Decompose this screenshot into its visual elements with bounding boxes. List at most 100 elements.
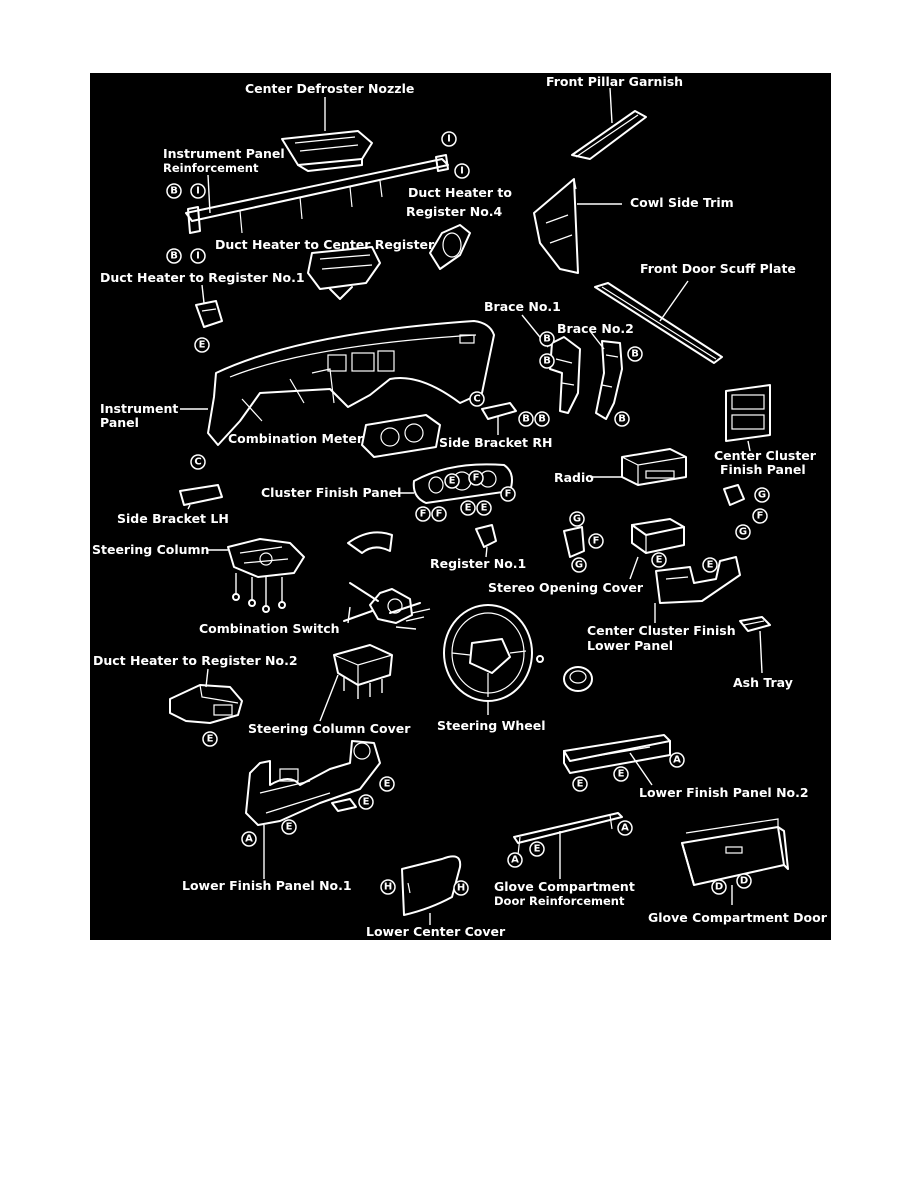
svg-text:A: A bbox=[245, 834, 253, 845]
svg-text:A: A bbox=[621, 823, 629, 834]
svg-text:E: E bbox=[199, 340, 206, 351]
label-side-bracket-rh: Side Bracket RH bbox=[439, 435, 552, 450]
callout-i-1: I bbox=[441, 131, 457, 147]
stereo-opening-cover-part bbox=[631, 518, 685, 554]
callout-b-7: B bbox=[534, 411, 550, 427]
label-radio: Radio bbox=[554, 470, 594, 485]
callout-i-2: I bbox=[454, 163, 470, 179]
callout-b-2: B bbox=[166, 248, 182, 264]
svg-text:B: B bbox=[170, 186, 178, 197]
svg-text:D: D bbox=[715, 882, 723, 893]
label-center-cluster-finish-lower-1: Center Cluster Finish bbox=[587, 623, 736, 638]
svg-text:G: G bbox=[575, 560, 583, 571]
center-cluster-finish-lower-panel-part bbox=[655, 556, 741, 604]
callout-f-2: F bbox=[500, 486, 516, 502]
label-combination-switch: Combination Switch bbox=[199, 621, 340, 636]
callout-b-6: B bbox=[518, 411, 534, 427]
svg-text:E: E bbox=[207, 734, 214, 745]
svg-text:G: G bbox=[739, 527, 747, 538]
callout-h-2: H bbox=[453, 880, 469, 896]
label-steering-wheel: Steering Wheel bbox=[437, 718, 546, 733]
steering-column-upper-cover-part bbox=[347, 531, 393, 554]
svg-text:A: A bbox=[511, 855, 519, 866]
label-glove-compartment-door: Glove Compartment Door bbox=[648, 910, 828, 925]
label-side-bracket-lh: Side Bracket LH bbox=[117, 511, 229, 526]
svg-text:E: E bbox=[707, 560, 714, 571]
svg-text:E: E bbox=[449, 476, 456, 487]
label-duct-heater-register-1: Duct Heater to Register No.1 bbox=[100, 270, 305, 285]
svg-text:C: C bbox=[473, 394, 480, 405]
label-duct-heater-register-4-2: Register No.4 bbox=[406, 204, 503, 219]
svg-text:B: B bbox=[170, 251, 178, 262]
svg-text:F: F bbox=[473, 473, 480, 484]
callout-f-1: F bbox=[468, 470, 484, 486]
label-stereo-opening-cover: Stereo Opening Cover bbox=[488, 580, 644, 595]
callout-d-2: D bbox=[736, 873, 752, 889]
horn-pad-part bbox=[563, 666, 593, 692]
callout-a-3: A bbox=[617, 820, 633, 836]
svg-text:F: F bbox=[757, 511, 764, 522]
cowl-side-trim-part bbox=[533, 178, 579, 274]
label-lower-center-cover: Lower Center Cover bbox=[366, 924, 506, 939]
callout-i-4: I bbox=[190, 248, 206, 264]
callout-e-7: E bbox=[202, 731, 218, 747]
svg-text:A: A bbox=[673, 755, 681, 766]
svg-text:E: E bbox=[656, 555, 663, 566]
callout-i-3: I bbox=[190, 183, 206, 199]
svg-text:F: F bbox=[420, 509, 427, 520]
cluster-bracket-right-part bbox=[723, 484, 745, 506]
label-front-pillar-garnish: Front Pillar Garnish bbox=[546, 74, 683, 89]
label-front-door-scuff-plate: Front Door Scuff Plate bbox=[640, 261, 796, 276]
duct-heater-register-2-part bbox=[169, 684, 243, 724]
svg-text:F: F bbox=[436, 509, 443, 520]
svg-text:G: G bbox=[573, 514, 581, 525]
side-bracket-lh-part bbox=[179, 484, 223, 506]
svg-text:I: I bbox=[196, 186, 200, 197]
callout-g-1: G bbox=[754, 487, 770, 503]
label-instrument-panel-2: Panel bbox=[100, 415, 139, 430]
brace-1-part bbox=[549, 336, 581, 414]
callout-b-8: B bbox=[614, 411, 630, 427]
callout-f-3: F bbox=[415, 506, 431, 522]
brace-2-part bbox=[595, 340, 623, 420]
svg-text:E: E bbox=[465, 503, 472, 514]
callout-e-9: E bbox=[358, 794, 374, 810]
duct-heater-center-register-part bbox=[307, 246, 381, 300]
instrument-panel-reinforcement-part bbox=[185, 154, 449, 234]
callout-e-8: E bbox=[379, 776, 395, 792]
lower-finish-panel-2-part bbox=[563, 734, 671, 774]
lower-finish-panel-1-part bbox=[245, 740, 381, 826]
label-glove-reinforcement-1: Glove Compartment bbox=[494, 879, 635, 894]
label-duct-heater-center-register: Duct Heater to Center Register bbox=[215, 237, 435, 252]
exploded-parts-diagram: I I B I B I E B B B B B B C C E F F F F … bbox=[90, 73, 831, 940]
combination-switch-part bbox=[343, 582, 421, 624]
cluster-finish-panel-part bbox=[412, 463, 513, 504]
instrument-panel-part bbox=[207, 320, 495, 446]
callout-h-1: H bbox=[380, 879, 396, 895]
callout-b-5: B bbox=[627, 346, 643, 362]
svg-text:F: F bbox=[505, 489, 512, 500]
label-glove-reinforcement-2: Door Reinforcement bbox=[494, 894, 625, 908]
callout-f-4: F bbox=[431, 506, 447, 522]
svg-text:G: G bbox=[758, 490, 766, 501]
combination-meter-part bbox=[361, 414, 441, 458]
svg-text:B: B bbox=[631, 349, 639, 360]
callout-e-10: E bbox=[281, 819, 297, 835]
front-door-scuff-plate-part bbox=[594, 282, 723, 364]
svg-text:D: D bbox=[740, 876, 748, 887]
callout-a-4: A bbox=[507, 852, 523, 868]
callout-b-4: B bbox=[539, 353, 555, 369]
label-brace-1: Brace No.1 bbox=[484, 299, 561, 314]
svg-text:E: E bbox=[534, 844, 541, 855]
svg-text:E: E bbox=[363, 797, 370, 808]
callout-c-1: C bbox=[469, 391, 485, 407]
label-brace-2: Brace No.2 bbox=[557, 321, 634, 336]
label-instrument-panel-reinforcement-2: Reinforcement bbox=[163, 161, 259, 175]
callout-e-4: E bbox=[476, 500, 492, 516]
callout-g-3: G bbox=[569, 511, 585, 527]
callout-e-2: E bbox=[444, 473, 460, 489]
label-ash-tray: Ash Tray bbox=[733, 675, 793, 690]
svg-text:E: E bbox=[286, 822, 293, 833]
callout-e-6: E bbox=[702, 557, 718, 573]
callout-e-3: E bbox=[460, 500, 476, 516]
